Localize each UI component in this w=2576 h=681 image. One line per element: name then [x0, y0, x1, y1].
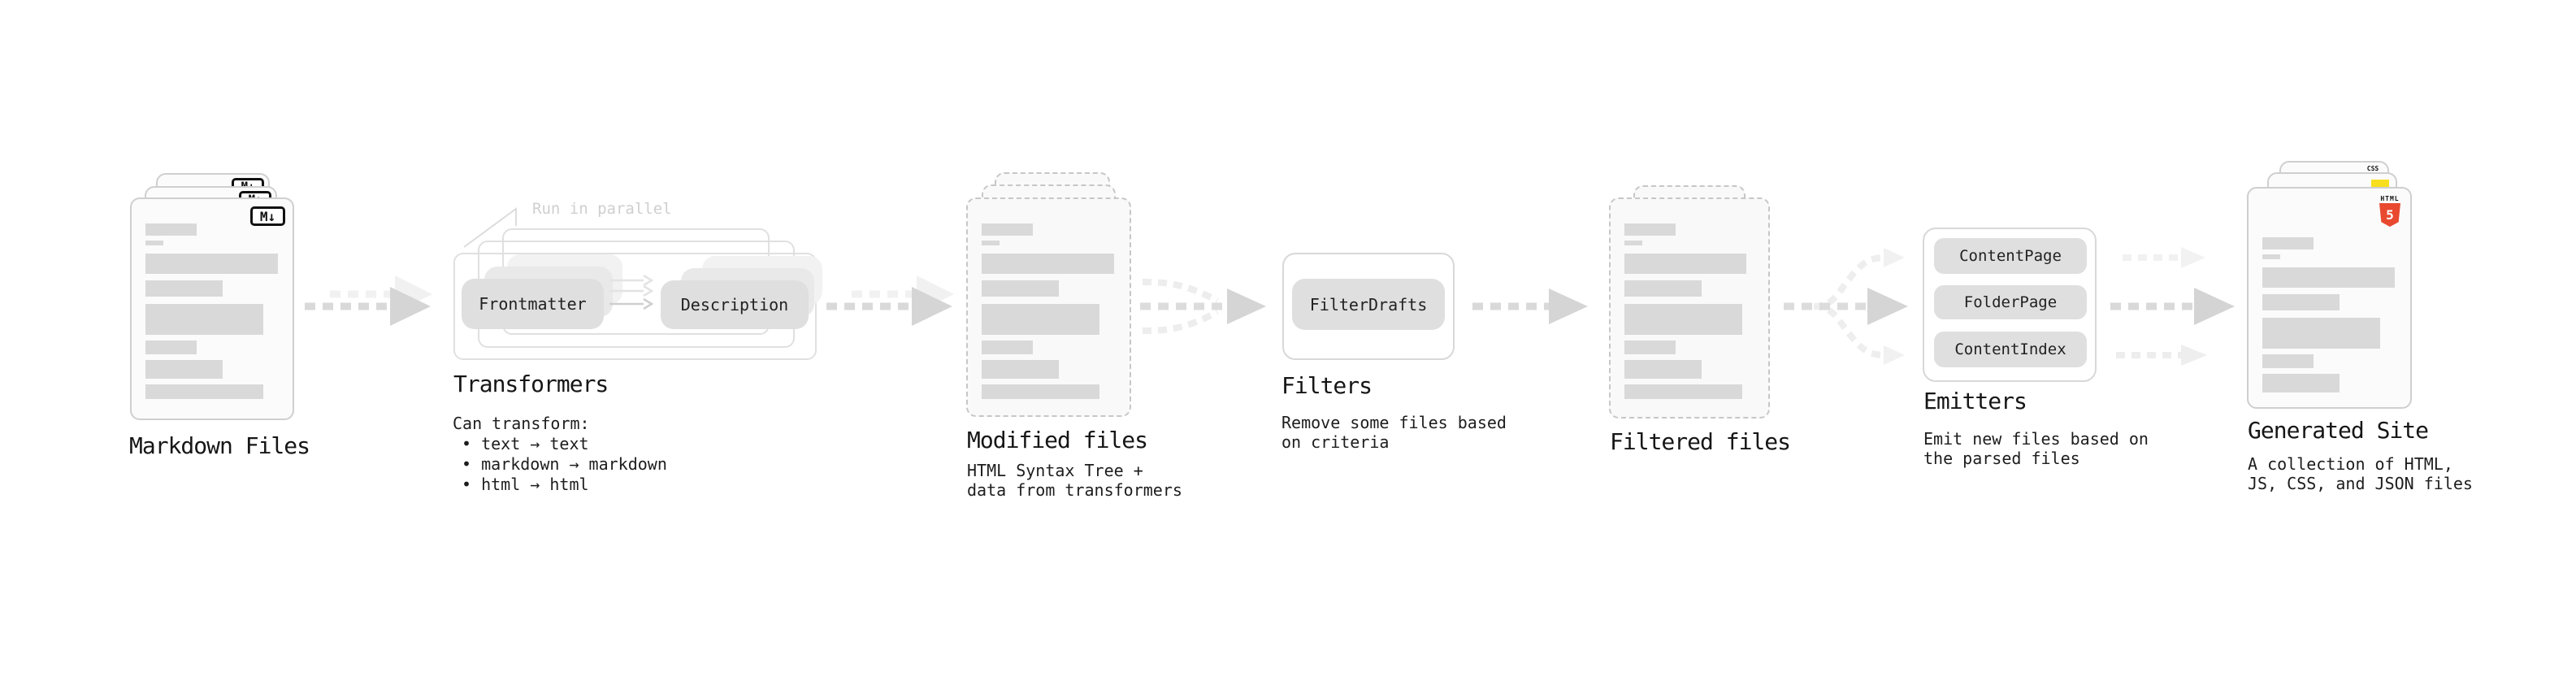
skeleton-bar	[982, 360, 1059, 379]
skeleton-bar	[2262, 254, 2280, 259]
emitter-pill-contentindex: ContentIndex	[1934, 332, 2087, 367]
arrow-filters-to-filtered	[1472, 288, 1588, 324]
skeleton-bar	[1624, 384, 1742, 399]
arrow-emitters-to-site	[2110, 247, 2235, 366]
file-card-front	[1609, 197, 1770, 419]
emitter-pill-folderpage: FolderPage	[1934, 285, 2087, 319]
transformer-mini-arrows	[609, 274, 654, 310]
skeleton-bar	[2262, 374, 2340, 393]
filters-description: Remove some files based on criteria	[1281, 413, 1507, 452]
run-in-parallel-leader-line	[463, 207, 517, 248]
skeleton-bar	[2262, 318, 2380, 349]
html5-shield: 5	[2379, 203, 2400, 227]
skeleton-bar	[2262, 267, 2395, 288]
skeleton-bar	[982, 280, 1059, 297]
emitters-label: Emitters	[1923, 388, 2027, 414]
skeleton-lines	[2262, 237, 2395, 393]
emitters-description: Emit new files based on the parsed files	[1923, 429, 2149, 468]
file-card-front: M↓	[130, 197, 294, 420]
filters-label: Filters	[1281, 372, 1373, 399]
javascript-icon	[2371, 180, 2389, 189]
markdown-files-label: Markdown Files	[129, 432, 310, 459]
filtered-files-label: Filtered files	[1610, 428, 1791, 455]
bullet-item: • markdown → markdown	[462, 454, 667, 474]
modified-files-description: HTML Syntax Tree + data from transformer…	[967, 461, 1182, 500]
skeleton-bar	[145, 360, 223, 379]
skeleton-bar	[982, 304, 1099, 335]
skeleton-lines	[982, 223, 1114, 399]
skeleton-bar	[2262, 294, 2340, 310]
file-card-front-html: HTML 5	[2247, 187, 2412, 409]
skeleton-bar	[1624, 241, 1642, 245]
skeleton-lines	[145, 223, 278, 399]
transformer-frame-front	[453, 253, 817, 360]
bullet-item: • text → text	[462, 434, 589, 453]
skeleton-lines	[1624, 223, 1746, 399]
skeleton-bar	[145, 254, 278, 274]
transformers-description-title: Can transform:	[453, 414, 590, 433]
skeleton-bar	[145, 304, 263, 335]
skeleton-bar	[145, 384, 263, 399]
skeleton-bar	[145, 340, 197, 354]
modified-files-label: Modified files	[967, 427, 1148, 453]
run-in-parallel-label: Run in parallel	[532, 200, 672, 218]
generated-site-description: A collection of HTML, JS, CSS, and JSON …	[2248, 454, 2473, 493]
skeleton-bar	[2262, 354, 2314, 368]
filter-pill-filterdrafts: FilterDrafts	[1292, 279, 1445, 330]
skeleton-bar	[982, 384, 1099, 399]
transformer-pill-description: Description	[661, 280, 809, 329]
markdown-icon: M↓	[250, 206, 285, 226]
skeleton-bar	[2262, 237, 2314, 249]
skeleton-bar	[145, 223, 197, 236]
skeleton-bar	[1624, 340, 1676, 354]
transformers-bullet-list: • text → text • markdown → markdown • ht…	[462, 434, 667, 495]
skeleton-bar	[982, 241, 1000, 245]
arrow-filtered-to-emitters-fan-out	[1784, 248, 1908, 365]
skeleton-bar	[145, 280, 223, 297]
arrow-modified-to-filters-fan-in	[1140, 279, 1266, 334]
skeleton-bar	[1624, 280, 1702, 297]
arrow-markdown-to-transformers	[305, 275, 432, 326]
skeleton-bar	[982, 223, 1033, 236]
transformers-label: Transformers	[453, 371, 609, 397]
arrow-transformers-to-modified	[826, 275, 954, 326]
skeleton-bar	[1624, 304, 1742, 335]
skeleton-bar	[982, 254, 1114, 274]
generated-site-label: Generated Site	[2248, 417, 2429, 444]
skeleton-bar	[145, 241, 163, 245]
emitter-pill-contentpage: ContentPage	[1934, 238, 2087, 274]
skeleton-bar	[1624, 360, 1702, 379]
html5-icon: HTML 5	[2378, 195, 2402, 227]
transformer-pill-frontmatter: Frontmatter	[462, 279, 604, 329]
skeleton-bar	[1624, 223, 1676, 236]
bullet-item: • html → html	[462, 475, 589, 494]
skeleton-bar	[1624, 254, 1746, 274]
skeleton-bar	[982, 340, 1033, 354]
file-card-front	[966, 197, 1131, 417]
